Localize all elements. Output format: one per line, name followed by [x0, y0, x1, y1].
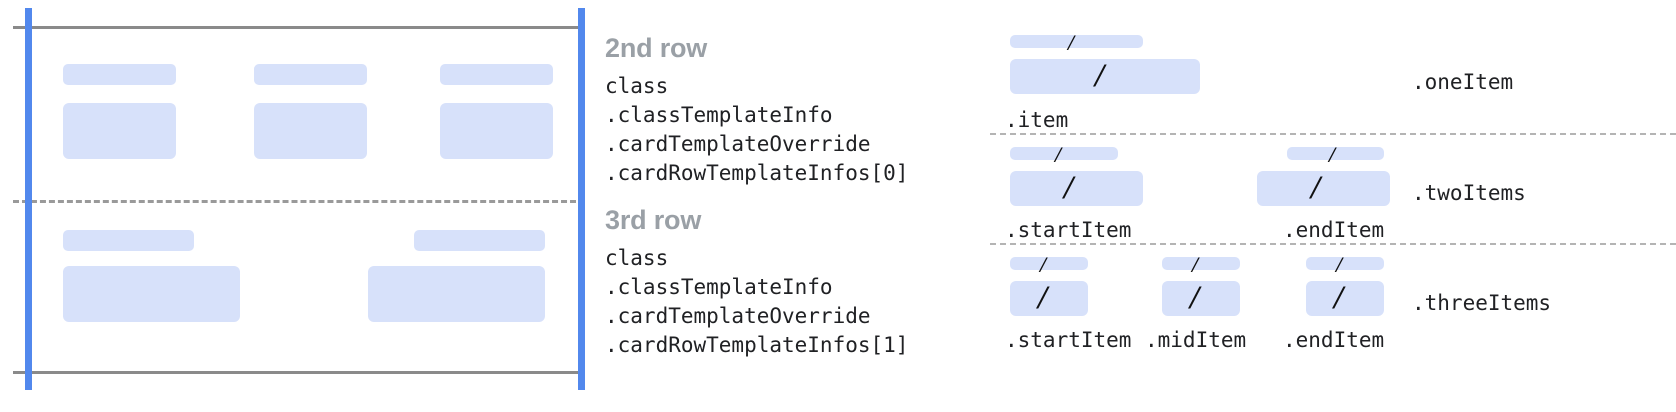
preview-row-3 [0, 200, 600, 380]
row2-col2-content-bar [254, 103, 367, 159]
three-items-start-content-bar [1010, 281, 1088, 316]
two-items-start-content-bar [1010, 171, 1143, 206]
one-item-label-bar [1010, 35, 1143, 48]
left-margin-guide [25, 8, 32, 390]
row3-col2-content-bar [368, 266, 545, 322]
three-items-end-content-bar [1306, 281, 1384, 316]
row3-col1-label-bar [63, 230, 194, 251]
right-panel: / / .item .oneItem / / .startItem / / .e… [980, 0, 1676, 412]
row2-col3-label-bar [440, 64, 553, 85]
annotation-3rd-row: 3rd row class .classTemplateInfo .cardTe… [600, 200, 980, 412]
three-items-end-label-bar [1306, 257, 1384, 270]
layout-group-one-item: / / .item .oneItem [980, 0, 1676, 135]
layout-group-two-items: / / .startItem / / .endItem .twoItems [980, 134, 1676, 245]
two-items-end-caption: .endItem [1283, 218, 1385, 242]
row-separator-dashed [13, 200, 585, 203]
row-label-two-items: .twoItems [1412, 181, 1526, 205]
three-items-end-caption: .endItem [1283, 328, 1385, 352]
left-panel [0, 0, 600, 412]
annotation-code-path: class .classTemplateInfo .cardTemplateOv… [605, 74, 909, 185]
layout-group-three-items: / / .startItem / / .midItem / / .endItem… [980, 244, 1676, 374]
three-items-start-caption: .startItem [1005, 328, 1132, 352]
row3-col1-content-bar [63, 266, 240, 322]
one-item-caption: .item [1005, 108, 1069, 132]
row-label-one-item: .oneItem [1412, 70, 1514, 94]
three-items-start-label-bar [1010, 257, 1088, 270]
two-items-end-content-bar [1257, 171, 1390, 206]
annotation-code-path: class .classTemplateInfo .cardTemplateOv… [605, 246, 909, 357]
top-rule [13, 26, 585, 29]
row2-col1-content-bar [63, 103, 176, 159]
row2-col3-content-bar [440, 103, 553, 159]
three-items-mid-label-bar [1162, 257, 1240, 270]
preview-row-2 [0, 0, 600, 200]
group-separator-dashed [990, 243, 1676, 245]
three-items-mid-content-bar [1162, 281, 1240, 316]
two-items-end-label-bar [1287, 147, 1384, 160]
row-label-three-items: .threeItems [1412, 291, 1552, 315]
three-items-mid-caption: .midItem [1145, 328, 1247, 352]
annotation-column: 2nd row class .classTemplateInfo .cardTe… [600, 0, 980, 412]
one-item-content-bar [1010, 59, 1200, 94]
annotation-2nd-row: 2nd row class .classTemplateInfo .cardTe… [600, 0, 980, 200]
two-items-start-caption: .startItem [1005, 218, 1132, 242]
annotation-heading: 3rd row [605, 205, 702, 235]
two-items-start-label-bar [1010, 147, 1118, 160]
row2-col1-label-bar [63, 64, 176, 85]
bottom-rule [13, 371, 585, 374]
row2-col2-label-bar [254, 64, 367, 85]
group-separator-dashed [990, 133, 1676, 135]
annotation-heading: 2nd row [605, 33, 708, 63]
right-margin-guide [578, 8, 585, 390]
row3-col2-label-bar [414, 230, 545, 251]
